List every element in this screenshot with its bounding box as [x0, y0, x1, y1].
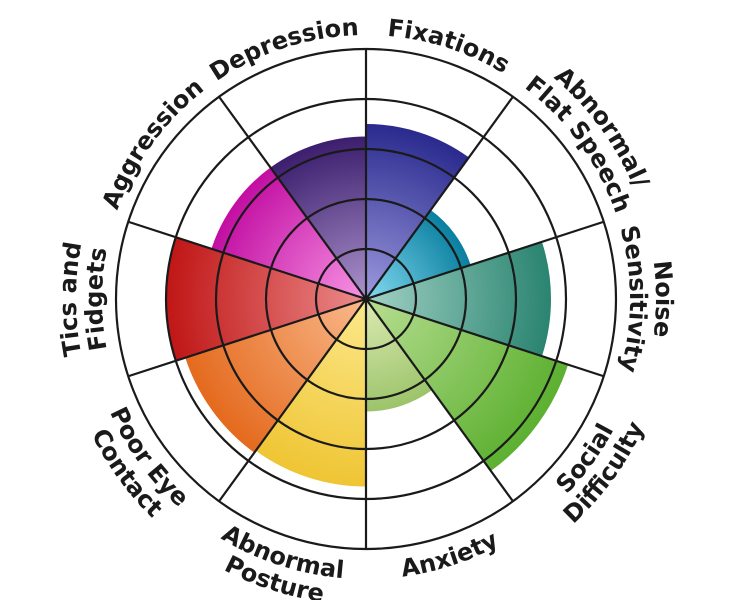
center-hub	[363, 296, 369, 302]
category-label-line: Sensitivity	[614, 223, 652, 376]
category-label-line: Aggression	[97, 73, 209, 213]
category-label-line: Fidgets	[80, 245, 113, 353]
category-label-line: Fixations	[386, 14, 514, 79]
spoke-line	[365, 96, 514, 300]
category-label-abnormal-flat-speech: Abnormal/Flat Speech	[520, 61, 655, 216]
category-label-depression: Depression	[205, 13, 360, 86]
spoke-line	[127, 220, 367, 301]
category-label-line: Depression	[205, 13, 360, 86]
spoke-line	[127, 297, 367, 378]
category-label-aggression: Aggression	[97, 73, 209, 213]
spoke-line	[218, 96, 367, 300]
category-label: Depression	[205, 13, 360, 86]
category-label: Aggression	[97, 73, 209, 213]
category-label-line: Noise	[648, 259, 678, 338]
category-label: Abnormal/Flat Speech	[520, 61, 655, 216]
category-label: NoiseSensitivity	[614, 223, 678, 376]
wedge-abnormal-posture	[255, 299, 366, 487]
wedge-noise-sensitivity	[366, 241, 551, 357]
wedge-depression	[270, 136, 366, 299]
category-label-noise-sensitivity: NoiseSensitivity	[614, 223, 678, 376]
spoke-line	[365, 298, 514, 502]
spoke-line	[218, 298, 367, 502]
wedge-anxiety	[366, 299, 433, 412]
wedge-abnormal-flat-speech	[366, 210, 471, 299]
grid-layer	[114, 47, 618, 551]
category-label: AbnormalPosture	[217, 519, 345, 600]
wedge-poor-eye-contact	[185, 299, 366, 453]
spoke-line	[365, 220, 605, 301]
category-label-abnormal-posture: AbnormalPosture	[217, 519, 345, 600]
category-label-fixations: Fixations	[386, 14, 514, 79]
spoke-line	[365, 297, 605, 378]
category-label: Fixations	[386, 14, 514, 79]
